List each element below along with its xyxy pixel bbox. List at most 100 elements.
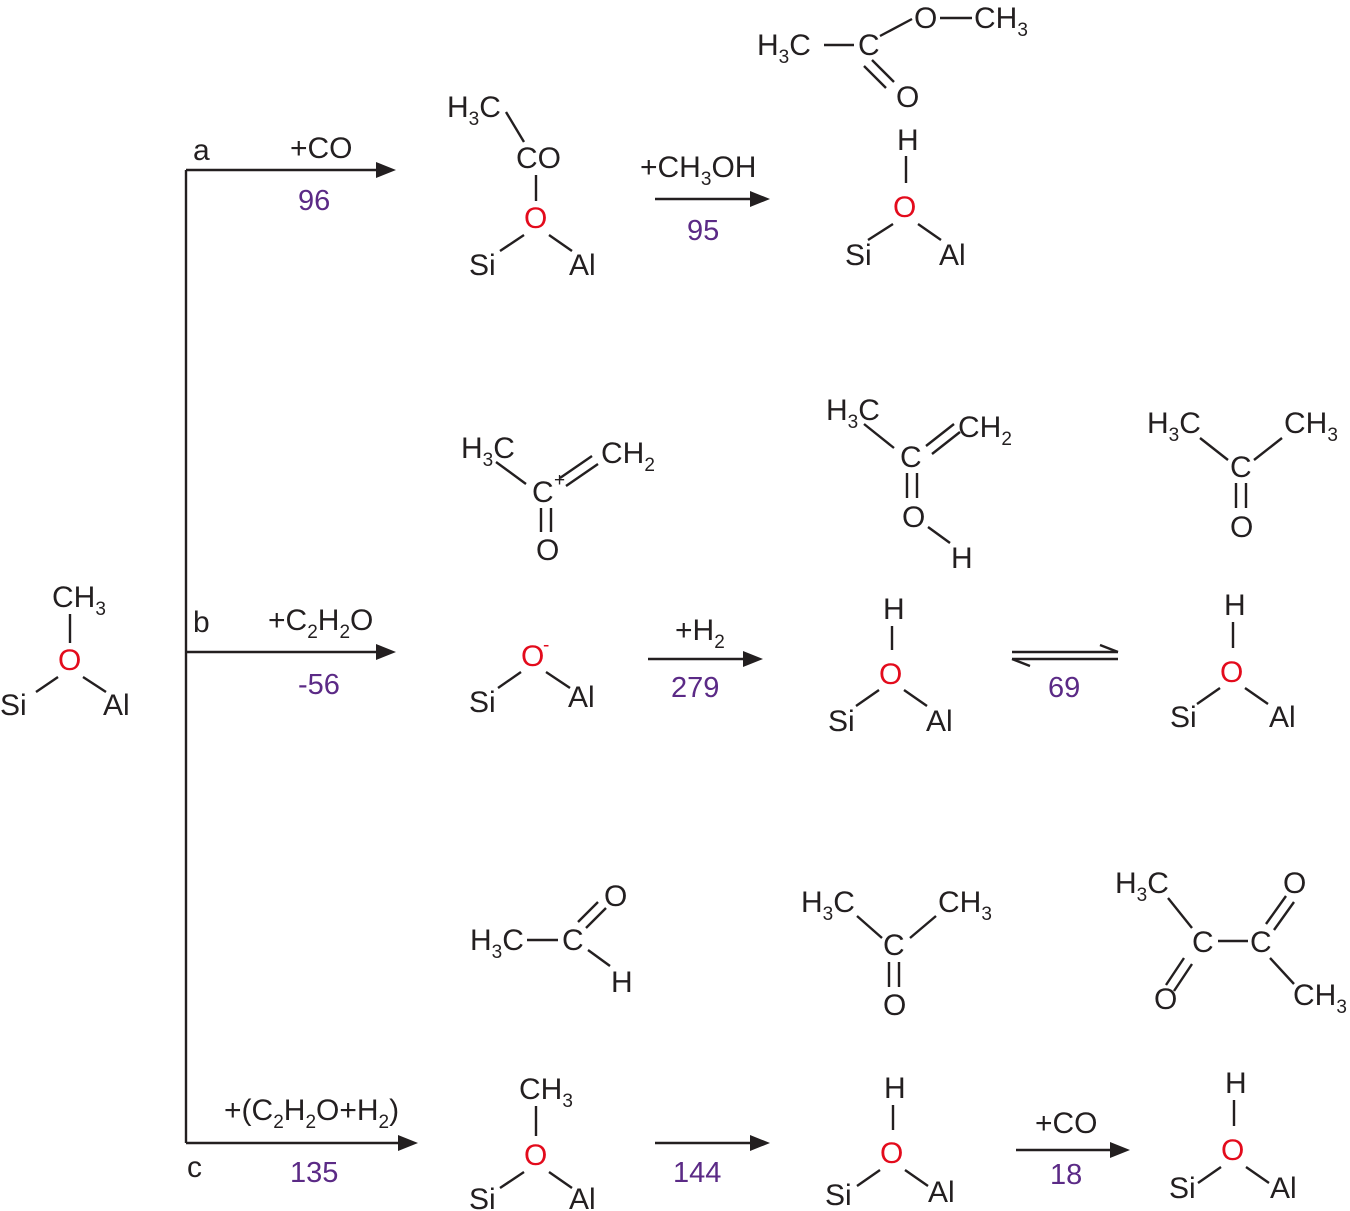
branch-c-label: c	[187, 1151, 202, 1184]
acetone-c-h3c: H3C	[801, 886, 855, 925]
acid-site-c1: H O Si Al	[825, 1072, 955, 1211]
enol-ch2: CH2	[958, 411, 1012, 450]
acylium-h3c: H3C	[461, 432, 515, 471]
dione-h3c: H3C	[1115, 867, 1169, 906]
acylium-charge: +	[554, 470, 565, 491]
ma-carbon: C	[858, 29, 880, 62]
enol-h3c: H3C	[826, 394, 880, 433]
arrow-c3-head	[1110, 1142, 1130, 1158]
arrow-b2-head	[743, 651, 763, 667]
butanedione: H3C C C O O CH3	[1115, 867, 1347, 1018]
acetone-b-ch3: CH3	[1284, 407, 1338, 446]
acid-b2-oxygen: O	[1220, 656, 1243, 689]
anion-charge: -	[543, 635, 549, 656]
acid-site-c2: H O Si Al	[1169, 1067, 1297, 1205]
acid-b1-si: Si	[828, 705, 855, 738]
energy-a2: 95	[687, 215, 719, 247]
acid-a-h: H	[897, 124, 919, 157]
acylium-ch2: CH2	[601, 437, 655, 476]
acetyl-co: CO	[516, 142, 561, 175]
acid-c1-oxygen: O	[880, 1137, 903, 1170]
acetone-c-oxygen: O	[883, 989, 906, 1022]
acetone-b: H3C C CH3 O	[1147, 407, 1338, 544]
start-ch-text: CH3	[52, 581, 106, 620]
branch-c: c +(C2H2O+H2) 135 H3C C O H CH3 O Si Al …	[186, 867, 1347, 1211]
anion-si: Si	[469, 686, 496, 719]
acid-b2-h: H	[1224, 589, 1246, 622]
acid-b1-h: H	[883, 593, 905, 626]
dione-carbon-1: C	[1192, 926, 1214, 959]
start-si: Si	[0, 689, 27, 722]
arrow-c2-head	[750, 1135, 770, 1151]
arrow-a2-head	[750, 191, 770, 207]
acid-c1-h: H	[884, 1072, 906, 1105]
acetyl-h3c: H3C	[447, 91, 501, 130]
arrow-a1-head	[376, 162, 396, 178]
start-methoxy-site: CH3 O Si Al	[0, 581, 130, 722]
acetone-c-carbon: C	[883, 929, 905, 962]
reagent-b2: +H2	[675, 614, 725, 653]
methoxy-site-c: CH3 O Si Al	[469, 1073, 596, 1211]
acid-c2-al: Al	[1270, 1172, 1297, 1205]
acetaldehyde: H3C C O H	[470, 880, 633, 999]
energy-c1: 135	[290, 1157, 338, 1189]
acid-site-b1: H O Si Al	[828, 593, 953, 738]
acylium-ion: H3C C + CH2 O	[461, 432, 655, 567]
acid-b1-oxygen: O	[879, 658, 902, 691]
ma-h3c: H3C	[757, 29, 811, 68]
acetaldehyde-h3c: H3C	[470, 924, 524, 963]
anion-al: Al	[568, 681, 595, 714]
acetyl-si: Si	[469, 249, 496, 282]
dione-carbon-2: C	[1250, 926, 1272, 959]
methyl-acetate: H3C C O CH3 O	[757, 2, 1028, 114]
acid-a-oxygen: O	[893, 191, 916, 224]
energy-c3: 18	[1050, 1159, 1082, 1191]
energy-c2: 144	[673, 1157, 721, 1189]
acetone-c-ch3: CH3	[938, 886, 992, 925]
enol-oxygen: O	[902, 501, 925, 534]
enol-h: H	[951, 542, 973, 575]
acetone-b-carbon: C	[1230, 451, 1252, 484]
methoxy-c-si: Si	[469, 1183, 496, 1211]
acetone-b-oxygen: O	[1230, 511, 1253, 544]
enol-carbon: C	[900, 441, 922, 474]
enol: H3C C CH2 O H	[826, 394, 1012, 575]
acid-site-b2: H O Si Al	[1170, 589, 1296, 734]
dione-oxygen-2: O	[1154, 983, 1177, 1016]
acetyl-al: Al	[569, 249, 596, 282]
energy-b2: 279	[671, 672, 719, 704]
arrow-c1-head	[398, 1135, 418, 1151]
branch-b-label: b	[193, 606, 210, 639]
anion-oxygen: O	[521, 640, 544, 673]
acid-a-al: Al	[939, 239, 966, 272]
ma-ch3: CH3	[974, 2, 1028, 41]
methoxy-c-oxygen: O	[524, 1139, 547, 1172]
acid-b1-al: Al	[926, 705, 953, 738]
arrow-b1-head	[376, 644, 396, 660]
acetaldehyde-carbon: C	[562, 924, 584, 957]
acylium-oxygen: O	[536, 534, 559, 567]
anionic-site: O - Si Al	[469, 635, 595, 719]
reagent-b1: +C2H2O	[268, 604, 373, 643]
acetaldehyde-oxygen: O	[604, 880, 627, 913]
acylium-carbon: C	[532, 476, 554, 509]
branch-a-label: a	[193, 134, 210, 167]
acid-site-a: H O Si Al	[845, 124, 966, 272]
acid-c2-si: Si	[1169, 1172, 1196, 1205]
start-al: Al	[103, 689, 130, 722]
reagent-a2: +CH3OH	[640, 151, 756, 190]
acetyl-zeolite: H3C CO O Si Al	[447, 91, 596, 282]
reagent-c3: +CO	[1035, 1107, 1098, 1140]
acetone-c: H3C C CH3 O	[801, 886, 992, 1022]
acetyl-oxygen: O	[524, 202, 547, 235]
acid-c1-al: Al	[928, 1176, 955, 1209]
branch-a: a +CO 96 H3C CO O Si Al +CH3OH 95 H3C C …	[186, 2, 1028, 282]
energy-b3: 69	[1048, 672, 1080, 704]
acetaldehyde-h: H	[611, 966, 633, 999]
acid-a-si: Si	[845, 239, 872, 272]
start-oxygen: O	[58, 644, 81, 677]
methoxy-c-ch: CH3	[519, 1073, 573, 1112]
energy-b1: -56	[298, 669, 340, 701]
branch-b: b +C2H2O -56 H3C C + CH2 O O - Si Al	[186, 394, 1338, 738]
